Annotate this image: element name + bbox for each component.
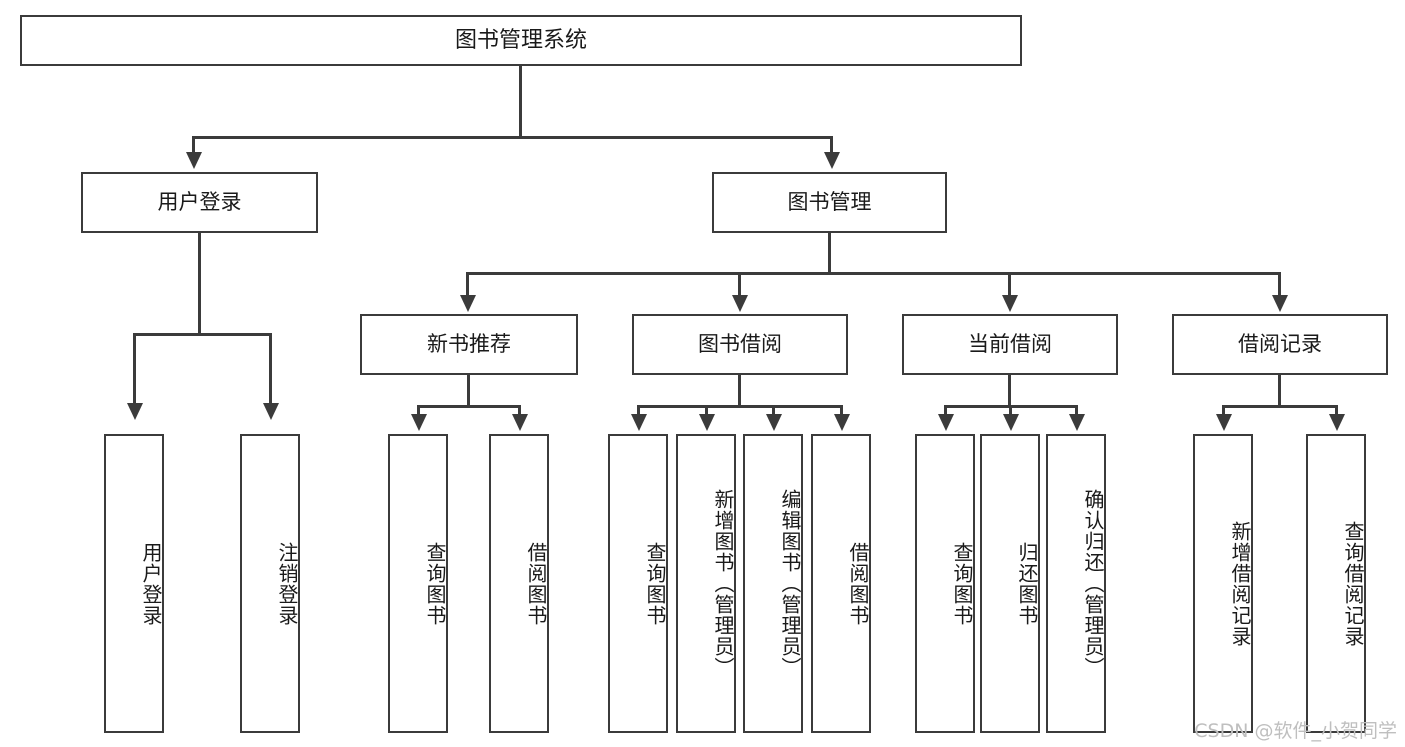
connector-bb-drop-3	[772, 405, 775, 417]
connector-root-stem	[519, 66, 522, 138]
leaf-bb-borrow-book[interactable]: 借阅图书	[811, 434, 871, 733]
connector-cb-drop-3	[1075, 405, 1078, 417]
connector-bb-stem	[738, 375, 741, 407]
connector-br-drop-1	[1222, 405, 1225, 417]
connector-user-login-bus	[133, 333, 272, 336]
arrow-to-user-login	[186, 152, 202, 169]
node-label: 编辑图书（管理员）	[778, 489, 802, 678]
connector-bb-drop-4	[840, 405, 843, 417]
node-book-management[interactable]: 图书管理	[712, 172, 947, 233]
node-label: 查询图书	[950, 541, 974, 626]
connector-book-management-stem	[828, 233, 831, 275]
node-label: 借阅图书	[846, 541, 870, 626]
connector-bm-drop-4	[1278, 272, 1281, 297]
node-label: 图书管理系统	[454, 27, 587, 53]
node-label: 当前借阅	[968, 332, 1052, 357]
node-label: 注销登录	[275, 541, 299, 626]
node-borrow-record[interactable]: 借阅记录	[1172, 314, 1388, 375]
connector-bb-bus	[637, 405, 843, 408]
connector-br-stem	[1278, 375, 1281, 407]
arrow-to-bb-leaf-3	[766, 414, 782, 431]
leaf-nbr-borrow-book[interactable]: 借阅图书	[489, 434, 549, 733]
connector-root-drop-1	[192, 136, 195, 154]
leaf-bb-query-book[interactable]: 查询图书	[608, 434, 668, 733]
leaf-user-login[interactable]: 用户登录	[104, 434, 164, 733]
node-user-login[interactable]: 用户登录	[81, 172, 318, 233]
connector-bm-drop-2	[738, 272, 741, 297]
arrow-to-nbr-leaf-2	[512, 414, 528, 431]
arrow-to-br-leaf-1	[1216, 414, 1232, 431]
connector-root-drop-2	[830, 136, 833, 154]
arrow-to-bb-leaf-4	[834, 414, 850, 431]
leaf-bb-add-book-admin[interactable]: 新增图书（管理员）	[676, 434, 736, 733]
connector-br-drop-2	[1335, 405, 1338, 417]
arrow-to-cb-leaf-3	[1069, 414, 1085, 431]
leaf-bb-edit-book-admin[interactable]: 编辑图书（管理员）	[743, 434, 803, 733]
connector-nbr-stem	[467, 375, 470, 407]
arrow-to-nbr-leaf-1	[411, 414, 427, 431]
leaf-cb-return-book[interactable]: 归还图书	[980, 434, 1040, 733]
node-label: 查询图书	[643, 541, 667, 626]
node-label: 新增借阅记录	[1228, 520, 1252, 647]
arrow-to-cb-leaf-1	[938, 414, 954, 431]
connector-cb-stem	[1008, 375, 1011, 407]
arrow-to-br-leaf-2	[1329, 414, 1345, 431]
connector-nbr-bus	[417, 405, 521, 408]
arrow-to-bb-leaf-2	[699, 414, 715, 431]
arrow-to-new-book-recommend	[460, 295, 476, 312]
node-root-book-management-system[interactable]: 图书管理系统	[20, 15, 1022, 66]
connector-bm-drop-3	[1008, 272, 1011, 297]
connector-user-login-stem	[198, 233, 201, 335]
node-label: 新增图书（管理员）	[711, 489, 735, 678]
connector-br-bus	[1222, 405, 1338, 408]
node-label: 归还图书	[1015, 541, 1039, 626]
node-label: 新书推荐	[427, 332, 511, 357]
connector-bb-drop-2	[705, 405, 708, 417]
leaf-logout[interactable]: 注销登录	[240, 434, 300, 733]
connector-root-bus	[192, 136, 833, 139]
leaf-br-add-record[interactable]: 新增借阅记录	[1193, 434, 1253, 733]
arrow-to-book-management	[824, 152, 840, 169]
arrow-to-book-borrow	[732, 295, 748, 312]
leaf-br-query-record[interactable]: 查询借阅记录	[1306, 434, 1366, 733]
arrow-to-cb-leaf-2	[1003, 414, 1019, 431]
arrow-to-borrow-record	[1272, 295, 1288, 312]
node-new-book-recommend[interactable]: 新书推荐	[360, 314, 578, 375]
node-label: 借阅记录	[1238, 332, 1322, 357]
node-label: 查询借阅记录	[1341, 520, 1365, 647]
connector-cb-drop-1	[944, 405, 947, 417]
node-label: 查询图书	[423, 541, 447, 626]
arrow-to-leaf-user-login	[127, 403, 143, 420]
leaf-cb-confirm-return-admin[interactable]: 确认归还（管理员）	[1046, 434, 1106, 733]
node-label: 图书管理	[787, 190, 872, 215]
node-label: 用户登录	[157, 190, 242, 215]
connector-bm-drop-1	[466, 272, 469, 297]
node-label: 图书借阅	[698, 332, 782, 357]
arrow-to-leaf-logout	[263, 403, 279, 420]
leaf-nbr-query-book[interactable]: 查询图书	[388, 434, 448, 733]
node-current-borrow[interactable]: 当前借阅	[902, 314, 1118, 375]
connector-book-management-bus	[466, 272, 1281, 275]
node-label: 借阅图书	[524, 541, 548, 626]
leaf-cb-query-book[interactable]: 查询图书	[915, 434, 975, 733]
arrow-to-bb-leaf-1	[631, 414, 647, 431]
node-book-borrow[interactable]: 图书借阅	[632, 314, 848, 375]
connector-nbr-drop-1	[417, 405, 420, 417]
connector-cb-drop-2	[1009, 405, 1012, 417]
node-label: 用户登录	[139, 541, 163, 626]
node-label: 确认归还（管理员）	[1081, 489, 1105, 678]
connector-nbr-drop-2	[518, 405, 521, 417]
connector-bb-drop-1	[637, 405, 640, 417]
connector-user-login-drop-2	[269, 333, 272, 405]
connector-user-login-drop-1	[133, 333, 136, 405]
arrow-to-current-borrow	[1002, 295, 1018, 312]
